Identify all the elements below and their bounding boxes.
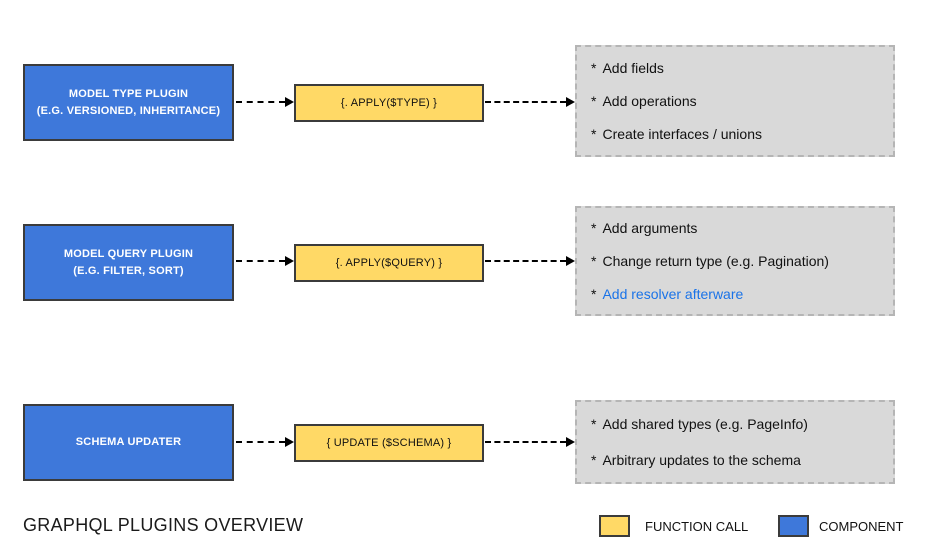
effects-panel-model-query: * Add arguments * Change return type (e.g.…	[575, 206, 895, 316]
arrow-function-call-to-effects	[485, 436, 575, 448]
bullet-text: Create interfaces / unions	[602, 126, 762, 143]
bullet-text: Change return type (e.g. Pagination)	[602, 252, 829, 269]
arrow-function-call-to-effects	[485, 255, 575, 267]
bullet-marker: *	[591, 452, 597, 468]
bullet-text: Add fields	[602, 59, 664, 76]
arrow-dash	[485, 260, 566, 262]
arrow-dash	[236, 441, 285, 443]
component-box-schema-updater: SCHEMA UPDATER	[23, 404, 234, 481]
arrow-dash	[485, 101, 566, 103]
bullet-item: * Add fields	[591, 60, 893, 76]
bullet-item: * Change return type (e.g. Pagination)	[591, 253, 893, 269]
arrow-component-to-function-call	[236, 96, 294, 108]
bullet-marker: *	[591, 126, 597, 143]
bullet-marker: *	[591, 285, 597, 302]
arrow-dash	[236, 101, 285, 103]
arrow-head-icon	[566, 97, 575, 107]
component-label: SCHEMA UPDATER	[75, 436, 182, 449]
bullet-item: * Add operations	[591, 93, 893, 109]
arrow-component-to-function-call	[236, 436, 294, 448]
arrow-head-icon	[566, 437, 575, 447]
function-call-box-update-schema: { UPDATE ($SCHEMA) }	[294, 424, 484, 462]
arrow-head-icon	[285, 97, 294, 107]
bullet-text: Add shared types (e.g. PageInfo)	[602, 416, 808, 432]
bullet-item: * Arbitrary updates to the schema	[591, 452, 893, 468]
legend-label-function-call: FUNCTION CALL	[645, 519, 749, 534]
component-label: MODEL TYPE PLUGIN	[68, 88, 189, 100]
bullet-text: Add operations	[602, 92, 697, 109]
bullet-item: * Add arguments	[591, 220, 893, 236]
function-call-box-apply-type: {. APPLY($TYPE) }	[294, 84, 484, 122]
bullet-text-link: Add resolver afterware	[602, 285, 744, 302]
legend-swatch-component	[778, 515, 809, 537]
bullet-marker: *	[591, 220, 597, 237]
arrow-dash	[485, 441, 566, 443]
legend-swatch-function-call	[599, 515, 630, 537]
arrow-head-icon	[566, 256, 575, 266]
component-box-model-type-plugin: MODEL TYPE PLUGIN (E.G. VERSIONED, INHER…	[23, 64, 234, 141]
bullet-item: * Add resolver afterware	[591, 286, 893, 302]
component-label: MODEL QUERY PLUGIN	[63, 248, 194, 260]
component-box-model-query-plugin: MODEL QUERY PLUGIN (E.G. FILTER, SORT)	[23, 224, 234, 301]
bullet-item: * Create interfaces / unions	[591, 126, 893, 142]
legend-label-component: COMPONENT	[819, 519, 904, 534]
bullet-item: * Add shared types (e.g. PageInfo)	[591, 416, 893, 432]
bullet-marker: *	[591, 92, 597, 109]
bullet-text: Add arguments	[602, 220, 698, 237]
component-sublabel: (E.G. FILTER, SORT)	[73, 264, 184, 277]
arrow-dash	[236, 260, 285, 262]
diagram-title: GRAPHQL PLUGINS OVERVIEW	[23, 515, 304, 535]
arrow-head-icon	[285, 256, 294, 266]
bullet-marker: *	[591, 59, 597, 76]
component-sublabel: (E.G. VERSIONED, INHERITANCE)	[36, 104, 221, 117]
effects-panel-schema-updater: * Add shared types (e.g. PageInfo) * Arbit…	[575, 400, 895, 484]
bullet-text: Arbitrary updates to the schema	[602, 452, 801, 468]
arrow-head-icon	[285, 437, 294, 447]
arrow-function-call-to-effects	[485, 96, 575, 108]
effects-panel-model-type: * Add fields * Add operations * Create inte…	[575, 45, 895, 157]
bullet-marker: *	[591, 416, 597, 432]
function-call-box-apply-query: {. APPLY($QUERY) }	[294, 244, 484, 282]
bullet-marker: *	[591, 252, 597, 269]
arrow-component-to-function-call	[236, 255, 294, 267]
